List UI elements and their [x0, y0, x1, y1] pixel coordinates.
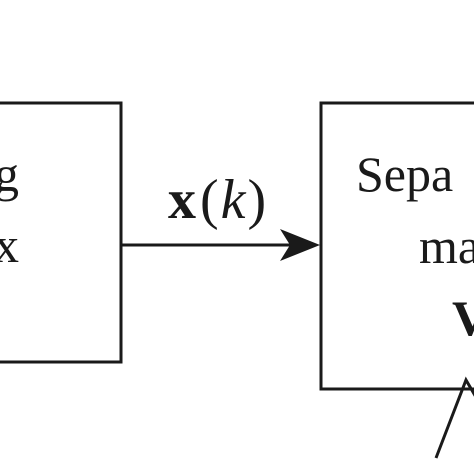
signal-close-paren: ) [248, 169, 267, 231]
signal-arrow-head [280, 229, 320, 261]
signal-open-paren: ( [200, 169, 219, 231]
signal-symbol: x [168, 169, 196, 231]
left-block [0, 101, 123, 364]
right-block [319, 101, 474, 391]
right-block-label-line2: ma [419, 218, 474, 274]
left-block-label-line2: x [0, 217, 19, 273]
adaptation-arrow-partial [434, 376, 474, 459]
right-block-label-line1: Sepa [356, 146, 453, 202]
signal-index: k [221, 169, 247, 231]
left-block-label-line1: g [0, 146, 19, 202]
signal-label: x(k) [168, 169, 266, 231]
right-block-label-line3: V [452, 290, 474, 346]
